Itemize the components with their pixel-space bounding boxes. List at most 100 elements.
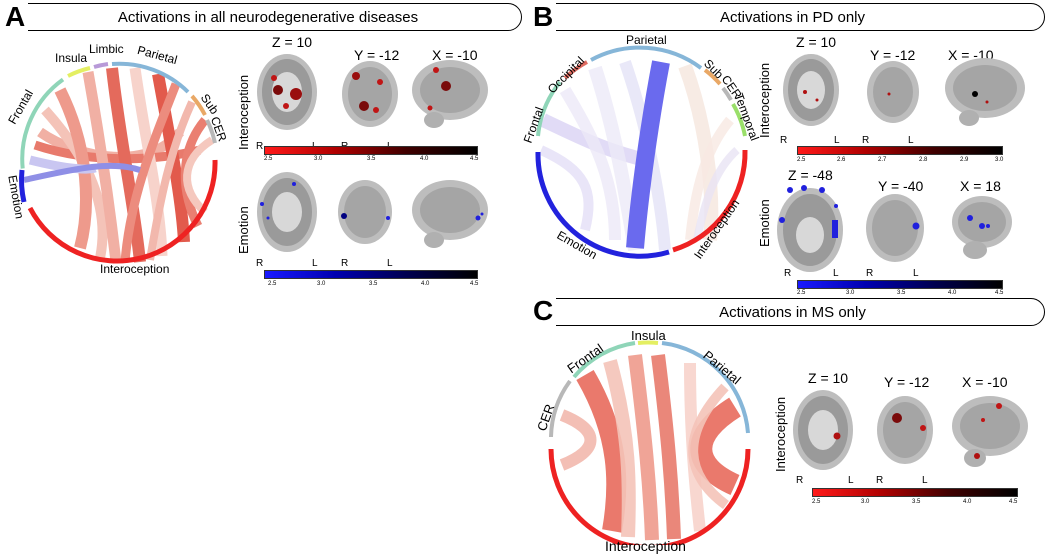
sagittal-slice bbox=[952, 196, 1012, 259]
sagittal-slice bbox=[412, 180, 488, 248]
panel-a-header: Activations in all neurodegenerative dis… bbox=[14, 3, 522, 31]
panel-a-y-label: Y = -12 bbox=[354, 47, 400, 63]
panel-c-l2: L bbox=[922, 475, 928, 486]
panel-b-z2-label: Z = -48 bbox=[788, 167, 833, 183]
sagittal-slice bbox=[412, 60, 488, 128]
panel-b-brain-row1 bbox=[783, 54, 1025, 126]
panel-a-cbar-top-t0: 2.5 bbox=[264, 156, 273, 162]
panel-b-colorbar-top bbox=[797, 146, 1003, 155]
panel-b-cbar-bot-t4: 4.5 bbox=[995, 290, 1004, 296]
panel-c-x-label: X = -10 bbox=[962, 374, 1008, 390]
panel-a-colorbar-top bbox=[264, 146, 478, 155]
coronal-slice bbox=[342, 61, 398, 127]
panel-b-y2-label: Y = -40 bbox=[878, 178, 924, 194]
panel-c-z-label: Z = 10 bbox=[808, 370, 849, 386]
panel-a-x-label: X = -10 bbox=[432, 47, 478, 63]
panel-b-row1-r1: R bbox=[780, 135, 788, 146]
panel-a-cbar-top-t2: 3.5 bbox=[367, 156, 376, 162]
panel-b-cbar-top-t3: 2.8 bbox=[919, 157, 928, 163]
panel-c-header: Activations in MS only bbox=[540, 298, 1045, 326]
panel-a-cbar-bot-t0: 2.5 bbox=[268, 281, 277, 287]
sagittal-slice bbox=[945, 58, 1025, 126]
panel-b-cbar-top-t5: 3.0 bbox=[995, 157, 1004, 163]
panel-b-colorbar-bottom bbox=[797, 280, 1003, 289]
panel-b-cbar-bot-t1: 3.0 bbox=[846, 290, 855, 296]
panel-a-cbar-bot-t3: 4.0 bbox=[421, 281, 430, 287]
panel-b-row2-l1: L bbox=[833, 268, 839, 279]
panel-b-cbar-top-t1: 2.6 bbox=[837, 157, 846, 163]
panel-c-title: Activations in MS only bbox=[719, 303, 866, 321]
panel-b-row2-l2: L bbox=[913, 268, 919, 279]
panel-b-brain-row2 bbox=[777, 185, 1012, 272]
chord-ribbons bbox=[23, 67, 215, 263]
panel-b-y1-label: Y = -12 bbox=[870, 47, 916, 63]
panel-b-cbar-bot-t0: 2.5 bbox=[797, 290, 806, 296]
panel-a-letter: A bbox=[2, 2, 29, 32]
panel-b-cbar-top-t4: 2.9 bbox=[960, 157, 969, 163]
panel-c-cbar-t4: 4.5 bbox=[1009, 499, 1018, 505]
axial-slice bbox=[257, 172, 317, 252]
axial-slice bbox=[793, 390, 853, 470]
panel-b-row1-l1: L bbox=[834, 135, 840, 146]
panel-a-row2-l1: L bbox=[312, 258, 318, 269]
panel-b-title: Activations in PD only bbox=[719, 8, 866, 26]
panel-b-letter: B bbox=[530, 2, 557, 32]
panel-a-cbar-bot-t4: 4.5 bbox=[470, 281, 479, 287]
panel-a-brain-row2 bbox=[257, 172, 488, 252]
axial-slice bbox=[777, 185, 843, 272]
coronal-slice bbox=[867, 61, 919, 123]
panel-b-row1-l2: L bbox=[908, 135, 914, 146]
panel-b-row1-label: Interoception bbox=[757, 62, 772, 138]
coronal-slice bbox=[338, 180, 392, 244]
panel-b-header: Activations in PD only bbox=[540, 3, 1045, 31]
panel-c-cbar-t1: 3.0 bbox=[861, 499, 870, 505]
chord-b-label-parietal: Parietal bbox=[626, 33, 667, 47]
panel-a-row2-l2: L bbox=[387, 258, 393, 269]
chord-a-label-limbic: Limbic bbox=[89, 42, 124, 56]
panel-c-chord-diagram bbox=[548, 340, 751, 545]
panel-c-cbar-t3: 4.0 bbox=[963, 499, 972, 505]
panel-c-brain-row1 bbox=[793, 390, 1028, 470]
panel-b-row2-r2: R bbox=[866, 268, 874, 279]
chord-a-label-insula: Insula bbox=[55, 51, 88, 65]
chord-c-label-insula: Insula bbox=[631, 328, 666, 343]
panel-b-cbar-bot-t2: 3.5 bbox=[897, 290, 906, 296]
panel-c-l1: L bbox=[848, 475, 854, 486]
panel-a-row2-r2: R bbox=[341, 258, 349, 269]
panel-a-cbar-top-t1: 3.0 bbox=[314, 156, 323, 162]
panel-c-cbar-t0: 2.5 bbox=[812, 499, 821, 505]
panel-b-z1-label: Z = 10 bbox=[796, 34, 837, 50]
panel-b-row2-r1: R bbox=[784, 268, 792, 279]
axial-slice bbox=[257, 54, 317, 130]
chord-outer-arcs bbox=[19, 61, 218, 264]
panel-b-chord-diagram bbox=[535, 45, 748, 259]
panel-c-colorbar bbox=[812, 488, 1018, 497]
panel-a-row2-r1: R bbox=[256, 258, 264, 269]
panel-c-y-label: Y = -12 bbox=[884, 374, 930, 390]
chord-outer-arcs bbox=[535, 45, 748, 259]
panel-a-cbar-top-t3: 4.0 bbox=[420, 156, 429, 162]
panel-c-r2: R bbox=[876, 475, 884, 486]
coronal-slice bbox=[877, 396, 933, 464]
panel-b-cbar-bot-t3: 4.0 bbox=[948, 290, 957, 296]
chord-ribbons bbox=[559, 354, 742, 541]
panel-a-cbar-bot-t1: 3.0 bbox=[317, 281, 326, 287]
panel-a-title: Activations in all neurodegenerative dis… bbox=[117, 8, 419, 26]
coronal-slice bbox=[866, 194, 924, 262]
panel-b-row1-r2: R bbox=[862, 135, 870, 146]
panel-a-row1-label: Interoception bbox=[236, 74, 251, 150]
axial-slice bbox=[783, 54, 839, 126]
panel-b-cbar-top-t0: 2.5 bbox=[797, 157, 806, 163]
chord-c-label-interoception: Interoception bbox=[605, 538, 686, 554]
panel-a-chord-diagram bbox=[19, 61, 218, 264]
panel-b-cbar-top-t2: 2.7 bbox=[878, 157, 887, 163]
panel-a-cbar-bot-t2: 3.5 bbox=[369, 281, 378, 287]
panel-a-cbar-top-t4: 4.5 bbox=[470, 156, 479, 162]
panel-a-colorbar-bottom bbox=[264, 270, 478, 279]
panel-a-row1-r1: R bbox=[256, 141, 264, 152]
panel-c-r1: R bbox=[796, 475, 804, 486]
chord-a-label-interoception: Interoception bbox=[100, 262, 170, 276]
panel-a-row2-label: Emotion bbox=[236, 206, 251, 254]
panel-a-z-label: Z = 10 bbox=[272, 34, 313, 50]
panel-b-x2-label: X = 18 bbox=[960, 178, 1001, 194]
